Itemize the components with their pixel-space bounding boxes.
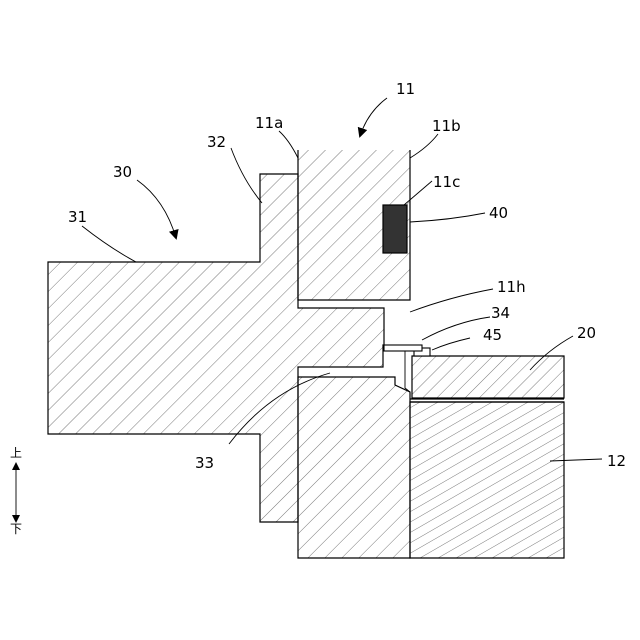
part-12 [410,402,564,558]
label-11b: 11b [432,117,461,135]
leader-31 [82,226,136,262]
arrow-11 [360,98,387,136]
label-32: 32 [207,133,226,151]
label-11h: 11h [497,278,526,296]
label-up: 上 [10,446,22,460]
part-34 [384,345,422,351]
leader-34 [422,317,490,340]
sensor-40 [383,205,407,253]
leader-11a [279,131,298,158]
label-11c: 11c [433,173,460,191]
direction-arrow-top-head [12,462,20,470]
label-11a: 11a [255,114,283,132]
label-12: 12 [607,452,626,470]
part-20 [412,356,564,398]
leader-32 [231,148,262,203]
label-33: 33 [195,454,214,472]
label-31: 31 [68,208,87,226]
leader-11h [410,289,493,312]
label-45: 45 [483,326,502,344]
label-11: 11 [396,80,415,98]
label-40: 40 [489,204,508,222]
label-20: 20 [577,324,596,342]
label-down: 下 [10,522,22,536]
leader-40 [410,213,485,222]
leader-45 [432,338,470,350]
label-30: 30 [113,163,132,181]
label-34: 34 [491,304,510,322]
member-11-lower [298,377,410,558]
leader-11b [410,134,438,158]
arrow-30 [137,180,176,238]
